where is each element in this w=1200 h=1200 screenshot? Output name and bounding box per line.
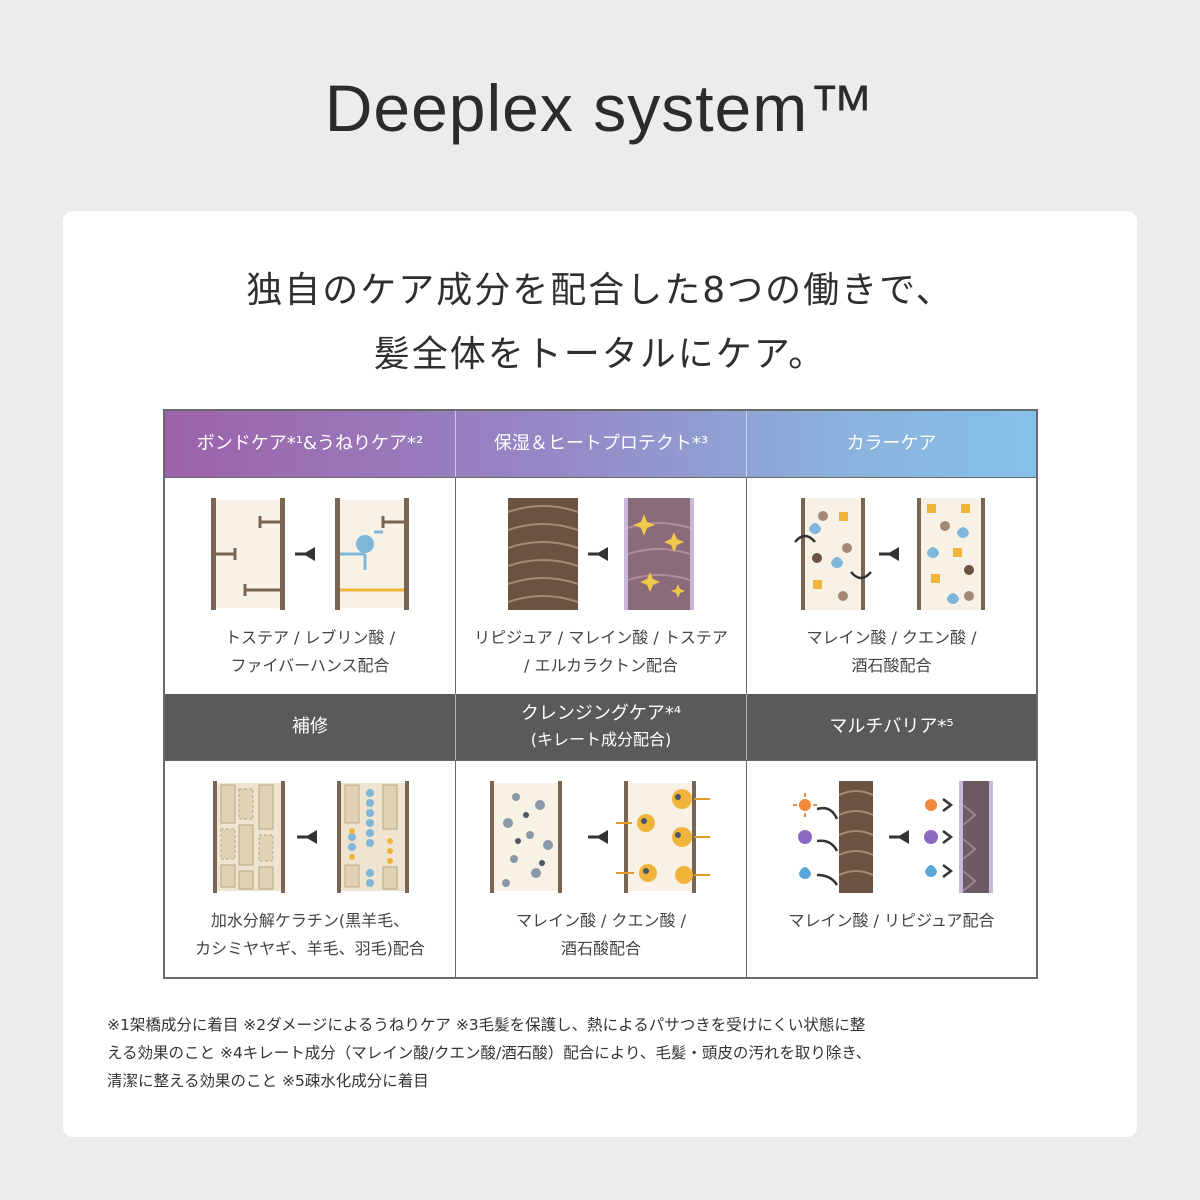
page-title: Deeplex system™ (324, 71, 876, 145)
cell-title: 保湿＆ヒートプロテクト*³ (493, 433, 709, 454)
cell-title: カラーケア (846, 433, 937, 454)
repair-icon (213, 781, 409, 893)
headline-line-2: 髪全体をトータルにケア。 (373, 334, 827, 375)
cell-caption: マレイン酸 / クエン酸 / 酒石酸配合 (806, 628, 977, 675)
feature-grid: ボンドケア*¹&うねりケア*² 保湿＆ヒートプロテクト*³ カラーケア (163, 409, 1038, 979)
headline: 独自のケア成分を配合した8つの働きで、 髪全体をトータルにケア。 (63, 259, 1137, 387)
heat-protect-icon (507, 498, 694, 610)
footnote-line-1: ※1架橋成分に着目 ※2ダメージによるうねりケア ※3毛髪を保護し、熱によるパサ… (107, 1016, 866, 1034)
cell-color-care: マレイン酸 / クエン酸 / 酒石酸配合 (747, 477, 1036, 694)
cell-bond-care: トステア / レブリン酸 / ファイバーハンス配合 (165, 477, 456, 694)
cell-caption: マレイン酸 / クエン酸 / 酒石酸配合 (515, 911, 687, 958)
header-row-bottom: 補修 クレンジングケア*⁴ (キレート成分配合) マルチバリア*⁵ (165, 694, 1036, 760)
cell-header-bond-care: ボンドケア*¹&うねりケア*² (165, 411, 456, 477)
headline-line-1: 独自のケア成分を配合した8つの働きで、 (246, 270, 954, 311)
bond-care-icon (211, 498, 409, 610)
cell-title: 補修 (292, 716, 328, 737)
content-card: 独自のケア成分を配合した8つの働きで、 髪全体をトータルにケア。 ボンドケア*¹… (63, 211, 1137, 1137)
footnote-line-2: える効果のこと ※4キレート成分（マレイン酸/クエン酸/酒石酸）配合により、毛髪… (107, 1044, 872, 1062)
header-row-top: ボンドケア*¹&うねりケア*² 保湿＆ヒートプロテクト*³ カラーケア (165, 411, 1036, 477)
cell-heat-protect: リピジュア / マレイン酸 / トステア / エルカラクトン配合 (456, 477, 747, 694)
cell-caption: リピジュア / マレイン酸 / トステア / エルカラクトン配合 (474, 628, 728, 675)
body-row-bottom: 加水分解ケラチン(黒羊毛、 カシミヤヤギ、羊毛、羽毛)配合 (165, 760, 1036, 977)
cell-title: ボンドケア*¹&うねりケア*² (196, 433, 424, 454)
cell-repair: 加水分解ケラチン(黒羊毛、 カシミヤヤギ、羊毛、羽毛)配合 (165, 760, 456, 977)
cell-header-heat-protect: 保湿＆ヒートプロテクト*³ (456, 411, 747, 477)
cell-header-repair: 補修 (165, 694, 456, 760)
multi-barrier-icon (793, 781, 993, 893)
cell-cleansing-care: マレイン酸 / クエン酸 / 酒石酸配合 (456, 760, 747, 977)
cell-title: マルチバリア*⁵ (829, 716, 954, 737)
cell-subtitle: (キレート成分配合) (530, 730, 672, 749)
cell-caption: マレイン酸 / リピジュア配合 (788, 911, 995, 930)
footnotes: ※1架橋成分に着目 ※2ダメージによるうねりケア ※3毛髪を保護し、熱によるパサ… (107, 1011, 1097, 1095)
cell-caption: 加水分解ケラチン(黒羊毛、 カシミヤヤギ、羊毛、羽毛)配合 (195, 911, 425, 958)
cell-caption: トステア / レブリン酸 / ファイバーハンス配合 (224, 628, 396, 675)
cell-header-color-care: カラーケア (747, 411, 1036, 477)
footnote-line-3: 清潔に整える効果のこと ※5疎水化成分に着目 (107, 1072, 429, 1090)
cell-multi-barrier: マレイン酸 / リピジュア配合 (747, 760, 1036, 977)
cell-title: クレンジングケア*⁴ (520, 703, 682, 724)
color-care-icon (794, 498, 985, 610)
cell-header-cleansing-care: クレンジングケア*⁴ (キレート成分配合) (456, 694, 747, 760)
body-row-top: トステア / レブリン酸 / ファイバーハンス配合 (165, 477, 1036, 694)
cell-header-multi-barrier: マルチバリア*⁵ (747, 694, 1036, 760)
cleansing-care-icon (490, 781, 710, 893)
